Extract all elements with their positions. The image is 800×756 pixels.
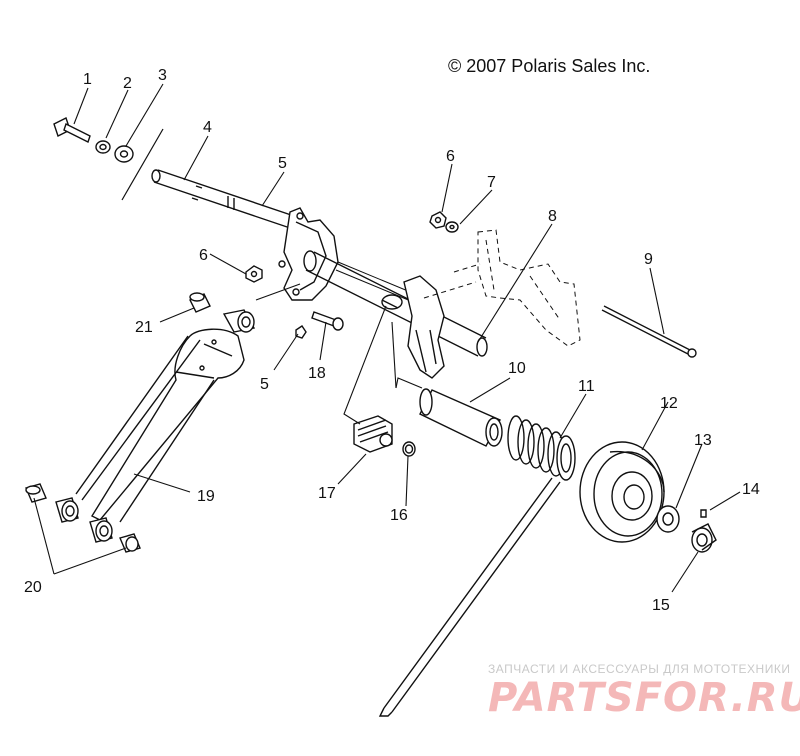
part-15-collar (692, 524, 716, 552)
callout-8: 8 (548, 208, 557, 225)
leader-lines (34, 84, 740, 592)
part-7-washer-upper (446, 222, 458, 232)
part-10-sleeve (420, 389, 502, 446)
callout-labels: 1 2 3 4 5 6 6 7 8 9 5 10 11 12 13 14 15 … (24, 67, 760, 614)
callout-9: 9 (644, 251, 653, 268)
part-18-bolt (312, 312, 343, 330)
callout-1: 1 (83, 71, 92, 88)
copyright-notice: © 2007 Polaris Sales Inc. (448, 56, 651, 76)
part-6-nut-upper (430, 212, 446, 228)
callout-20: 20 (24, 579, 42, 596)
bushing-upper (224, 310, 254, 332)
callout-6-upper: 6 (446, 148, 455, 165)
part-11-spring (380, 416, 575, 716)
watermark-tagline: ЗАПЧАСТИ И АКСЕССУАРЫ ДЛЯ МОТОТЕХНИКИ (488, 662, 791, 676)
callout-16: 16 (390, 507, 408, 524)
part-14-pin (701, 510, 706, 517)
part-2-lock-washer (96, 141, 110, 153)
part-3-washer (115, 146, 133, 162)
callout-5-lower: 5 (260, 376, 269, 393)
part-19-a-arm (76, 329, 244, 522)
part-17-block (354, 416, 392, 452)
part-6-nut-lower (246, 266, 262, 282)
callout-12: 12 (660, 395, 678, 412)
callout-21: 21 (135, 319, 153, 336)
callout-18: 18 (308, 365, 326, 382)
callout-13: 13 (694, 432, 712, 449)
callout-5: 5 (278, 155, 287, 172)
callout-15: 15 (652, 597, 670, 614)
callout-11: 11 (578, 378, 595, 395)
callout-3: 3 (158, 67, 167, 84)
watermark-logo: PARTSFOR.RU (488, 675, 800, 721)
callout-4: 4 (203, 119, 212, 136)
part-13-washer (657, 506, 679, 532)
part-1-bolt (54, 118, 90, 142)
part-5-nut (296, 326, 306, 338)
callout-14: 14 (742, 481, 760, 498)
callout-17: 17 (318, 485, 336, 502)
callout-2: 2 (123, 75, 132, 92)
part-9-rod (602, 306, 696, 357)
callout-7: 7 (487, 174, 496, 191)
part-12-wheel (580, 442, 664, 542)
part-4-shaft (152, 170, 300, 230)
cross-shaft (304, 251, 487, 356)
callout-6-lower: 6 (199, 247, 208, 264)
phantom-bracket (424, 230, 580, 346)
callout-19: 19 (197, 488, 215, 505)
part-20-bushings (26, 484, 140, 552)
part-16-ring (403, 442, 415, 456)
pivot-arm (382, 276, 444, 378)
callout-10: 10 (508, 360, 526, 377)
part-21-bushing (190, 293, 210, 312)
